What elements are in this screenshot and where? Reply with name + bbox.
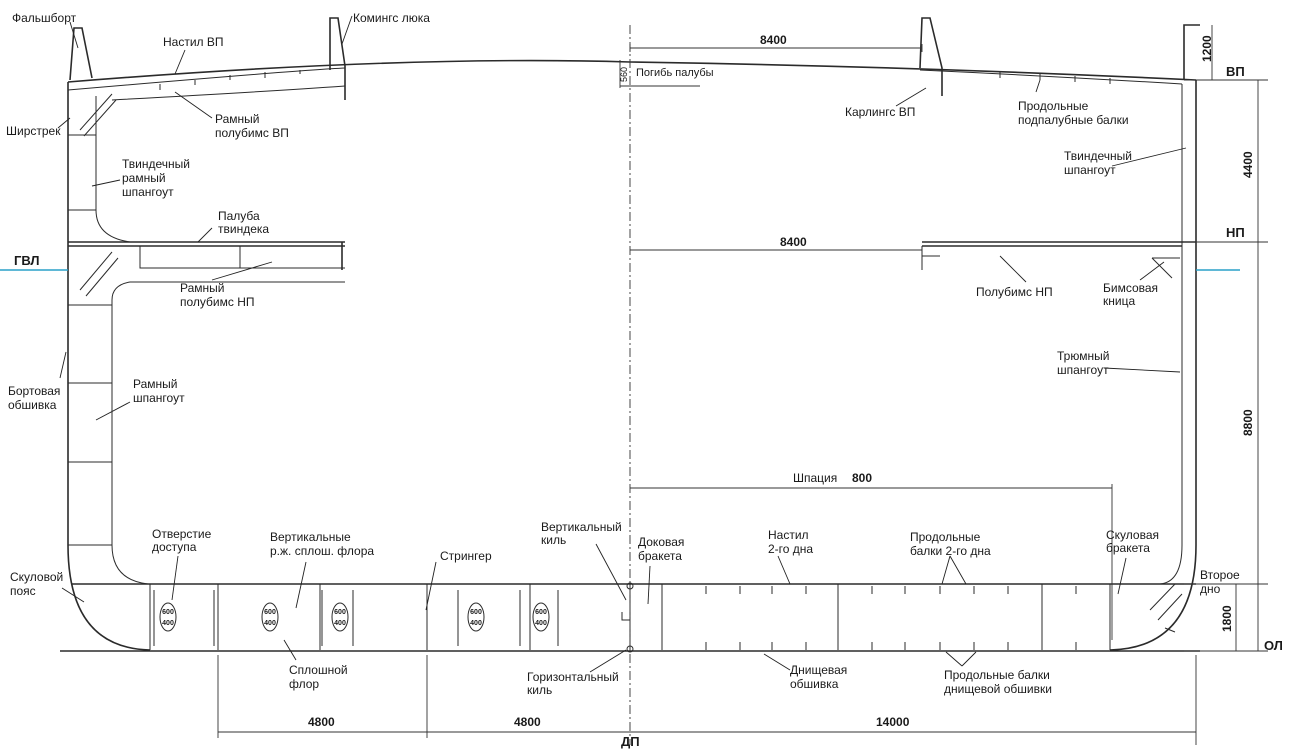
access-hole: 600 400 [261, 602, 279, 632]
access-hole-label: 600 [162, 609, 174, 616]
dim-top-8400: 8400 [760, 33, 787, 47]
access-hole-label: 600 [334, 609, 346, 616]
access-hole-label: 600 [264, 609, 276, 616]
dim-v-1200: 1200 [1200, 35, 1214, 62]
labels: Фальшборт Настил ВП Комингс люка Ширстре… [6, 11, 1240, 697]
mark-ol: ОЛ [1264, 638, 1283, 653]
double-bottom [60, 583, 1200, 652]
hull-outline [67, 80, 1197, 651]
dim-mid-8400: 8400 [780, 235, 807, 249]
access-hole: 600 400 [532, 602, 550, 632]
access-hole-label: 600 [535, 609, 547, 616]
mark-dp: ДП [621, 734, 640, 749]
label-shpaciya: Шпация [793, 471, 837, 485]
access-hole-label: 400 [162, 620, 174, 627]
access-hole-label: 400 [334, 620, 346, 627]
access-hole: 600 400 [159, 602, 177, 632]
access-hole-label: 600 [470, 609, 482, 616]
dim-bottom-14000: 14000 [876, 715, 910, 729]
marks: ГВЛ ВП НП ОЛ ДП Шпация 800 8400 8400 480… [14, 33, 1283, 749]
dim-bottom-4800-a: 4800 [308, 715, 335, 729]
pogib-value: 560 [619, 67, 629, 82]
access-hole-label: 400 [535, 620, 547, 627]
dim-bottom-4800-b: 4800 [514, 715, 541, 729]
side-web-panels [68, 134, 112, 546]
label-shirstrek: Ширстрек [6, 124, 61, 138]
dimension-lines [217, 25, 1268, 745]
shpaciya-value: 800 [852, 471, 872, 485]
access-holes: 600 400 600 400 600 400 600 400 600 400 [159, 602, 550, 632]
tween-deck [68, 241, 1196, 297]
leader-lines [57, 15, 1187, 673]
dim-v-8800: 8800 [1241, 409, 1255, 436]
label-polubims-np: Полубимс НП [976, 285, 1053, 299]
mark-vp: ВП [1226, 64, 1245, 79]
access-hole-label: 400 [264, 620, 276, 627]
dim-v-4400: 4400 [1241, 151, 1255, 178]
label-nastil-vp: Настил ВП [163, 35, 224, 49]
dim-v-1800: 1800 [1220, 605, 1234, 632]
label-falshbort: Фальшборт [12, 11, 77, 25]
access-hole: 600 400 [331, 602, 349, 632]
access-hole-label: 400 [470, 620, 482, 627]
mark-np: НП [1226, 225, 1245, 240]
label-stringer: Стрингер [440, 549, 492, 563]
label-pogib: Погибь палубы [636, 67, 714, 79]
mark-gvl: ГВЛ [14, 253, 40, 268]
center-line [621, 25, 634, 745]
access-hole: 600 400 [467, 602, 485, 632]
label-komings: Комингс люка [353, 11, 430, 25]
label-karlings: Карлингс ВП [845, 105, 915, 119]
